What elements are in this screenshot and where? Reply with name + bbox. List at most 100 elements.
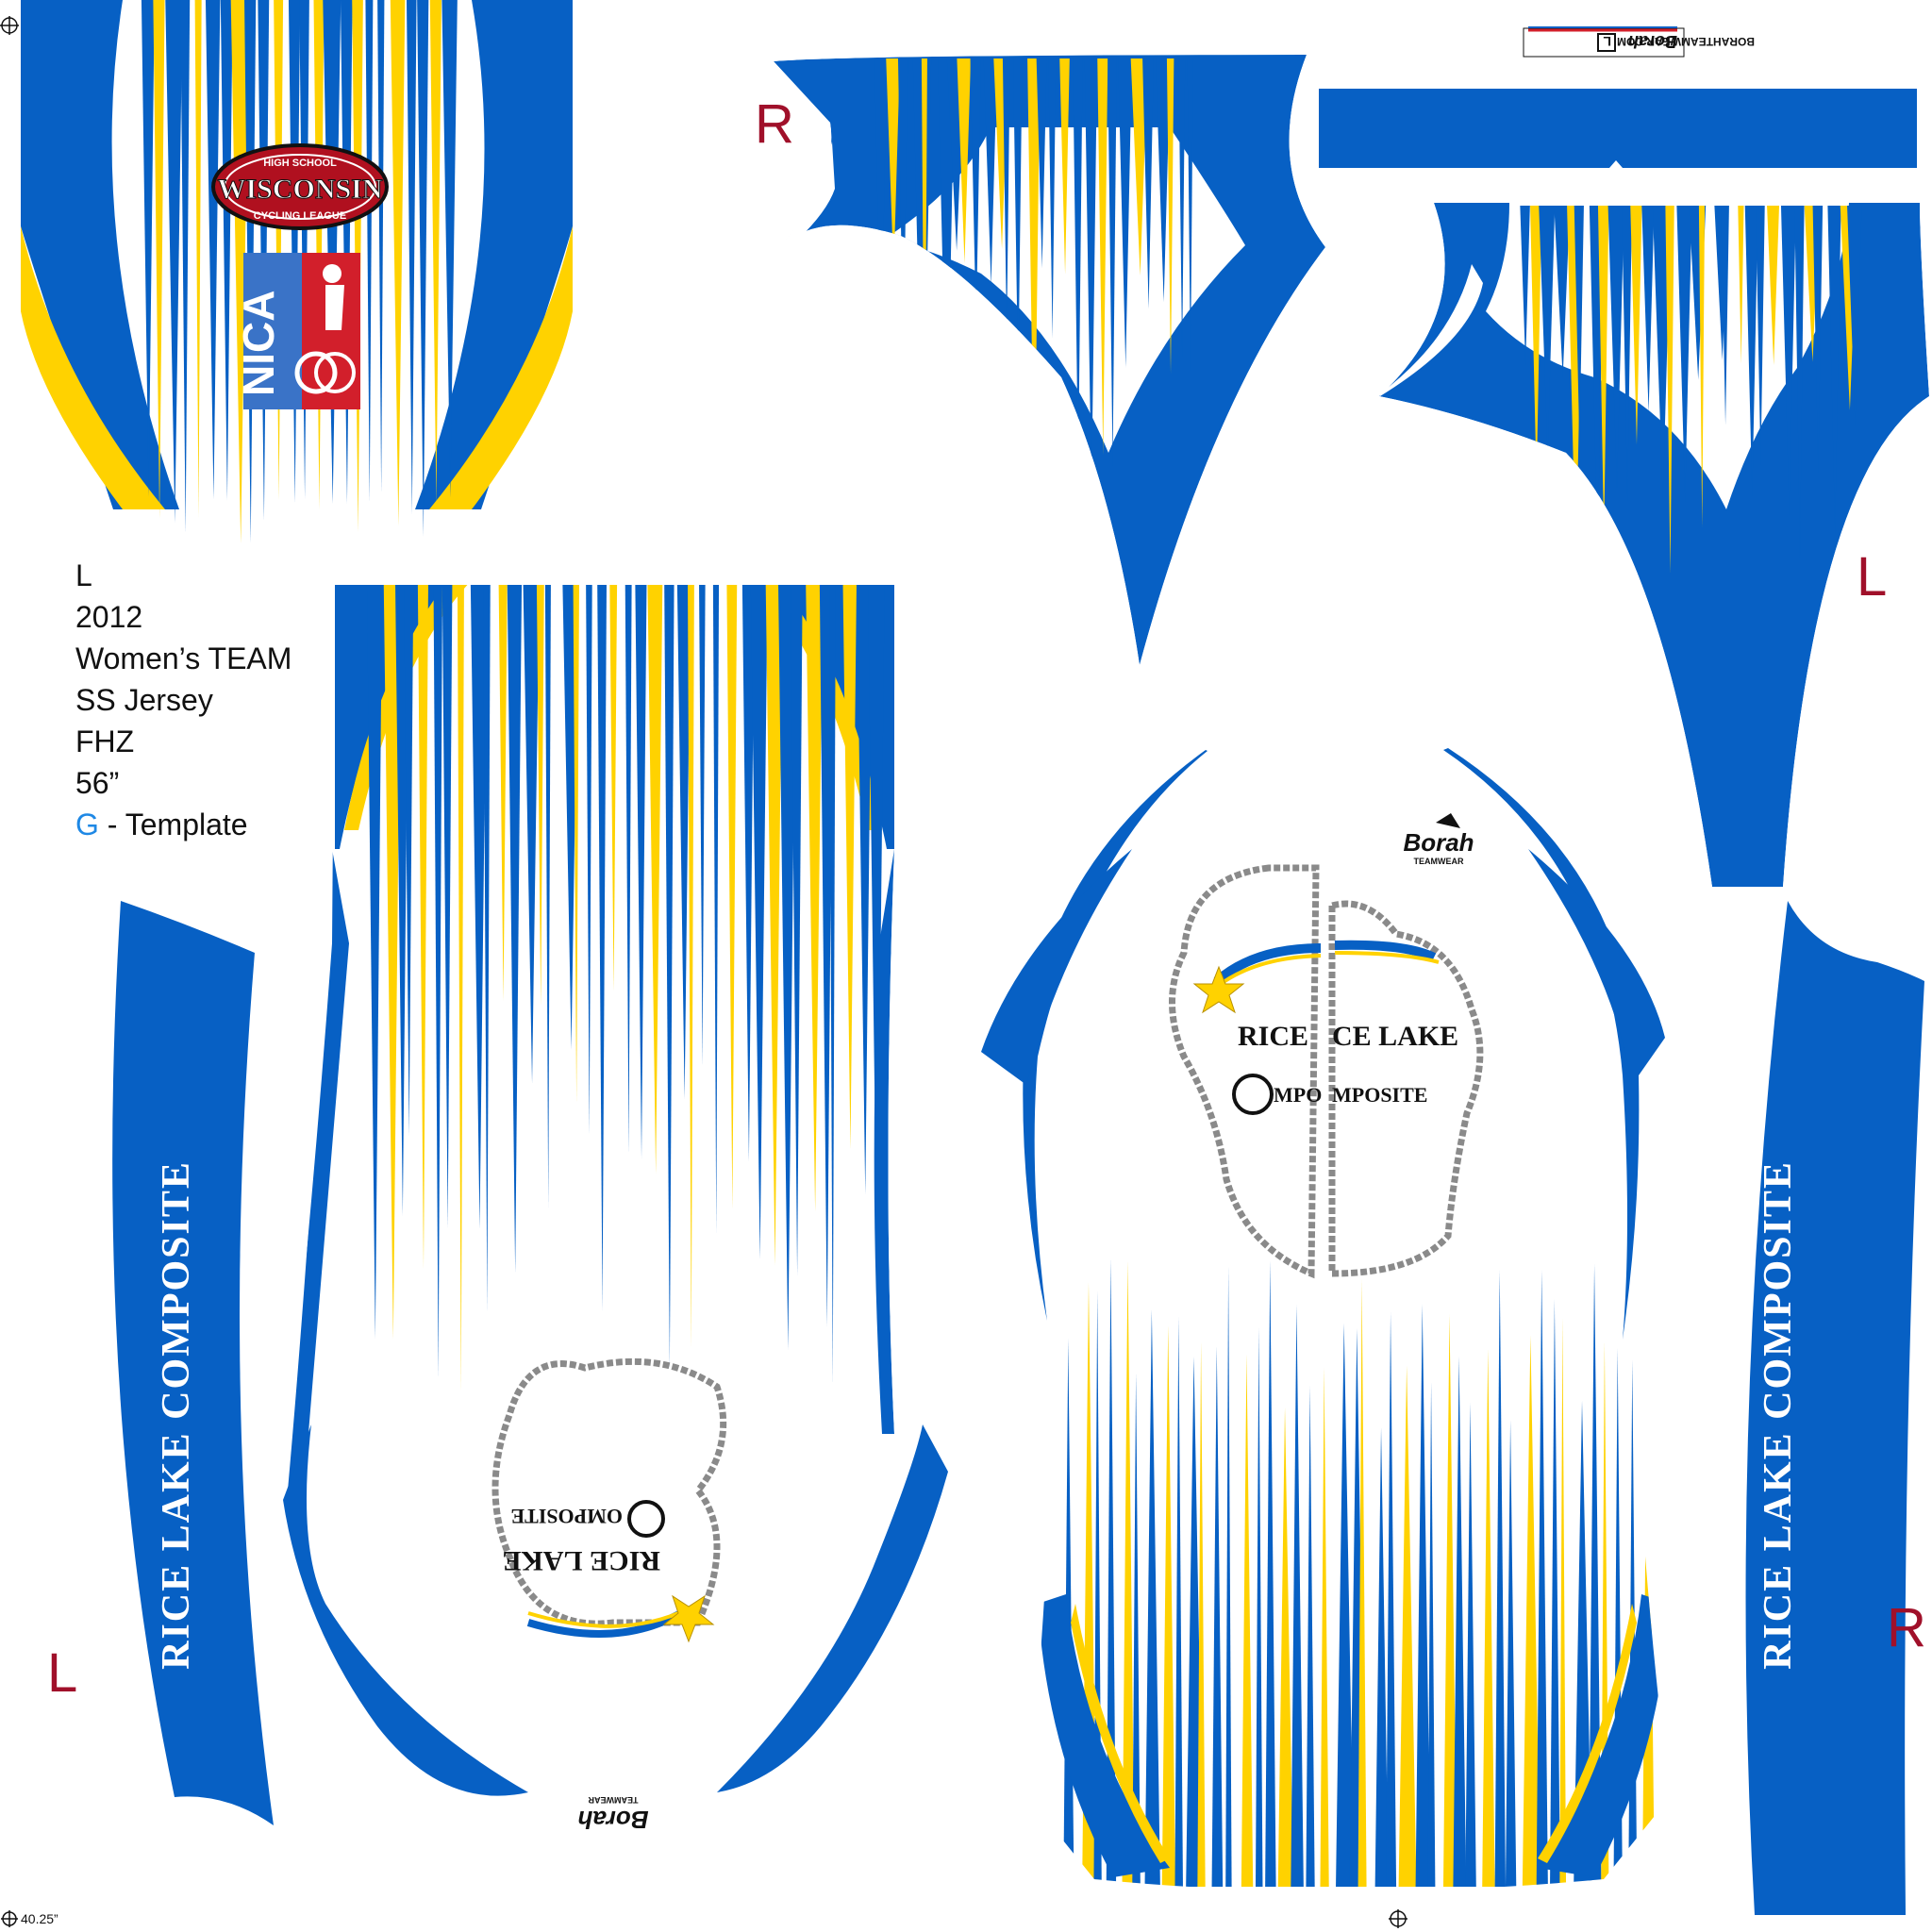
decor-stripe (938, 58, 955, 458)
decor-stripe (205, 0, 221, 500)
decor-stripe (441, 0, 458, 498)
decor-stripe (1084, 58, 1097, 498)
decor-stripe (1027, 58, 1041, 512)
back-side-swooshes (283, 1424, 948, 1796)
spec-year: 2012 (75, 600, 143, 634)
decor-stripe (1721, 206, 1729, 425)
decor-stripe (1161, 1325, 1176, 1887)
dimension-label: 40.25” (21, 1911, 58, 1926)
decor-stripe (429, 0, 441, 506)
decor-stripe (886, 58, 900, 274)
decor-stripe (299, 0, 309, 499)
borah-back-sub: TEAMWEAR (588, 1795, 638, 1805)
decor-stripe (1554, 206, 1571, 378)
league-bottom-text: CYCLING LEAGUE (254, 210, 346, 222)
decor-stripe (498, 585, 508, 1001)
decor-stripe (1550, 1299, 1560, 1887)
decor-stripe (433, 585, 443, 1379)
decor-stripe (323, 0, 341, 504)
decor-stripe (1320, 1367, 1329, 1887)
decor-stripe (647, 585, 663, 1174)
decor-stripe (523, 585, 541, 1084)
spec-block: L 2012 Women’s TEAM SS Jersey FHZ 56” G … (75, 555, 291, 845)
decor-stripe (1265, 1260, 1276, 1887)
registration-marks (0, 16, 1407, 1928)
mark-top-sleeve: R (755, 93, 794, 155)
decor-stripe (585, 585, 592, 1135)
decor-stripe (1059, 58, 1070, 275)
front-logo-left-text: RICE (1238, 1021, 1308, 1052)
decor-stripe (1574, 206, 1584, 446)
decor-stripe (726, 585, 738, 1210)
decor-stripe (1738, 206, 1744, 364)
decor-stripe (1002, 58, 1010, 338)
decor-stripe (921, 58, 927, 484)
borah-front-logo: Borah TEAMWEAR (1403, 813, 1474, 866)
decor-stripe (1607, 206, 1624, 489)
front-team-logo: RICE CE LAKE MPO MPOSITE (1169, 864, 1484, 1279)
decor-stripe (1036, 58, 1047, 269)
decor-stripe (663, 585, 675, 1369)
decor-stripe (536, 585, 545, 1007)
decor-stripe (805, 585, 824, 1212)
decor-stripe (983, 58, 998, 287)
decor-stripe (441, 585, 453, 1228)
decor-stripe (1174, 1316, 1183, 1887)
decor-stripe (1622, 206, 1632, 502)
decor-stripe (874, 58, 887, 375)
sleeve-r-panel (774, 55, 1325, 665)
decor-stripe (1442, 1314, 1457, 1887)
decor-stripe (741, 585, 755, 1162)
decor-stripe (1536, 1270, 1548, 1887)
decor-stripe (1166, 58, 1174, 375)
decor-stripe (698, 585, 706, 1067)
side-panel-right: RICE LAKE COMPOSITE (1745, 901, 1924, 1915)
decor-stripe (1539, 206, 1556, 456)
decor-stripe (377, 0, 385, 493)
decor-stripe (819, 585, 834, 1327)
decor-stripe (544, 585, 552, 1208)
decor-stripe (1144, 1309, 1160, 1887)
decor-stripe (1756, 206, 1765, 466)
back-team-logo: RICE LAKE OMPOSITE (491, 1357, 727, 1643)
back-body-panel (283, 585, 948, 1828)
decor-stripe (220, 0, 233, 501)
decor-stripe (1415, 1304, 1431, 1887)
decor-stripe (288, 0, 301, 504)
decor-stripe (1277, 1407, 1293, 1887)
decor-stripe (828, 585, 836, 1386)
decor-stripe (1374, 1427, 1389, 1887)
decor-stripe (897, 58, 908, 368)
decor-stripe (1132, 1372, 1141, 1887)
decor-stripe (1520, 206, 1530, 365)
decor-stripe (366, 585, 383, 1340)
decor-stripe (141, 0, 155, 497)
decor-stripe (1097, 58, 1108, 455)
borah-back-name: Borah (577, 1806, 648, 1834)
decor-stripe (1482, 1349, 1495, 1887)
decor-stripe (1559, 1317, 1567, 1887)
decor-stripe (230, 0, 249, 544)
decor-stripe (1767, 206, 1779, 366)
decor-stripe (625, 585, 632, 1155)
front-logo-right-composite: MPOSITE (1332, 1083, 1427, 1107)
decor-stripe (1130, 58, 1148, 276)
spec-length: 56” (75, 766, 120, 800)
decor-stripe (750, 585, 768, 1259)
decor-stripe (1108, 58, 1117, 467)
brand-site-text: BORAHTEAMWEAR.COM (1617, 35, 1755, 48)
decor-stripe (365, 0, 374, 503)
decor-stripe (1744, 206, 1758, 497)
decor-stripe (687, 585, 694, 1348)
league-top-text: HIGH SCHOOL (263, 158, 337, 169)
decor-stripe (1187, 58, 1193, 374)
decor-stripe (970, 58, 981, 330)
front-swooshes (981, 748, 1665, 1340)
decor-stripe (1073, 58, 1083, 477)
decor-stripe (1336, 1323, 1355, 1887)
decor-stripe (712, 585, 720, 1235)
decor-stripe (1522, 1335, 1541, 1887)
decor-stripe (1357, 1278, 1367, 1887)
decor-stripe (1588, 1263, 1602, 1887)
spec-style: SS Jersey (75, 683, 213, 717)
